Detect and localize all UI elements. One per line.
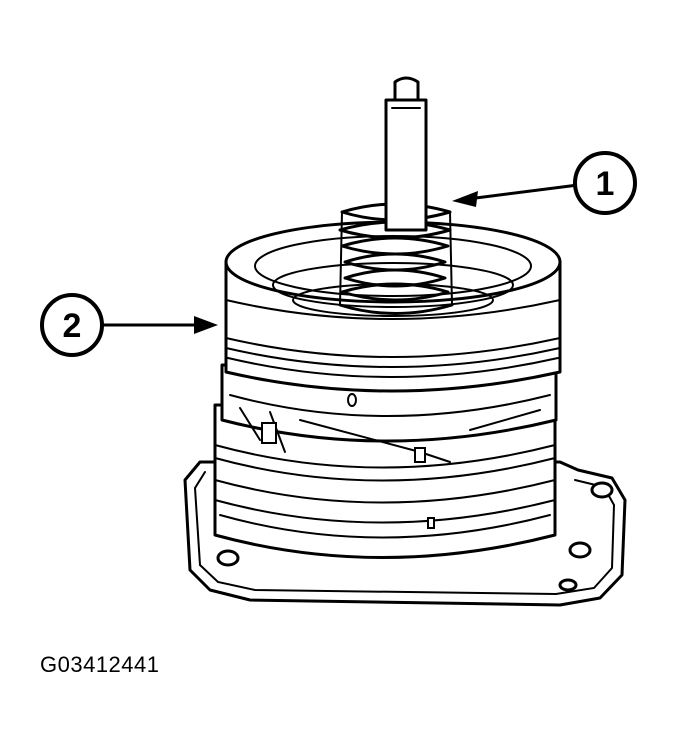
callout-2: 2 [40, 293, 218, 357]
lower-housing [213, 403, 557, 559]
callout-2-label: 2 [63, 307, 82, 345]
callout-1: 1 [452, 151, 637, 215]
callout-1-label: 1 [596, 165, 615, 203]
piston [224, 220, 562, 407]
figure-id: G03412441 [40, 652, 160, 677]
shaft [384, 76, 428, 232]
spring [338, 202, 454, 315]
